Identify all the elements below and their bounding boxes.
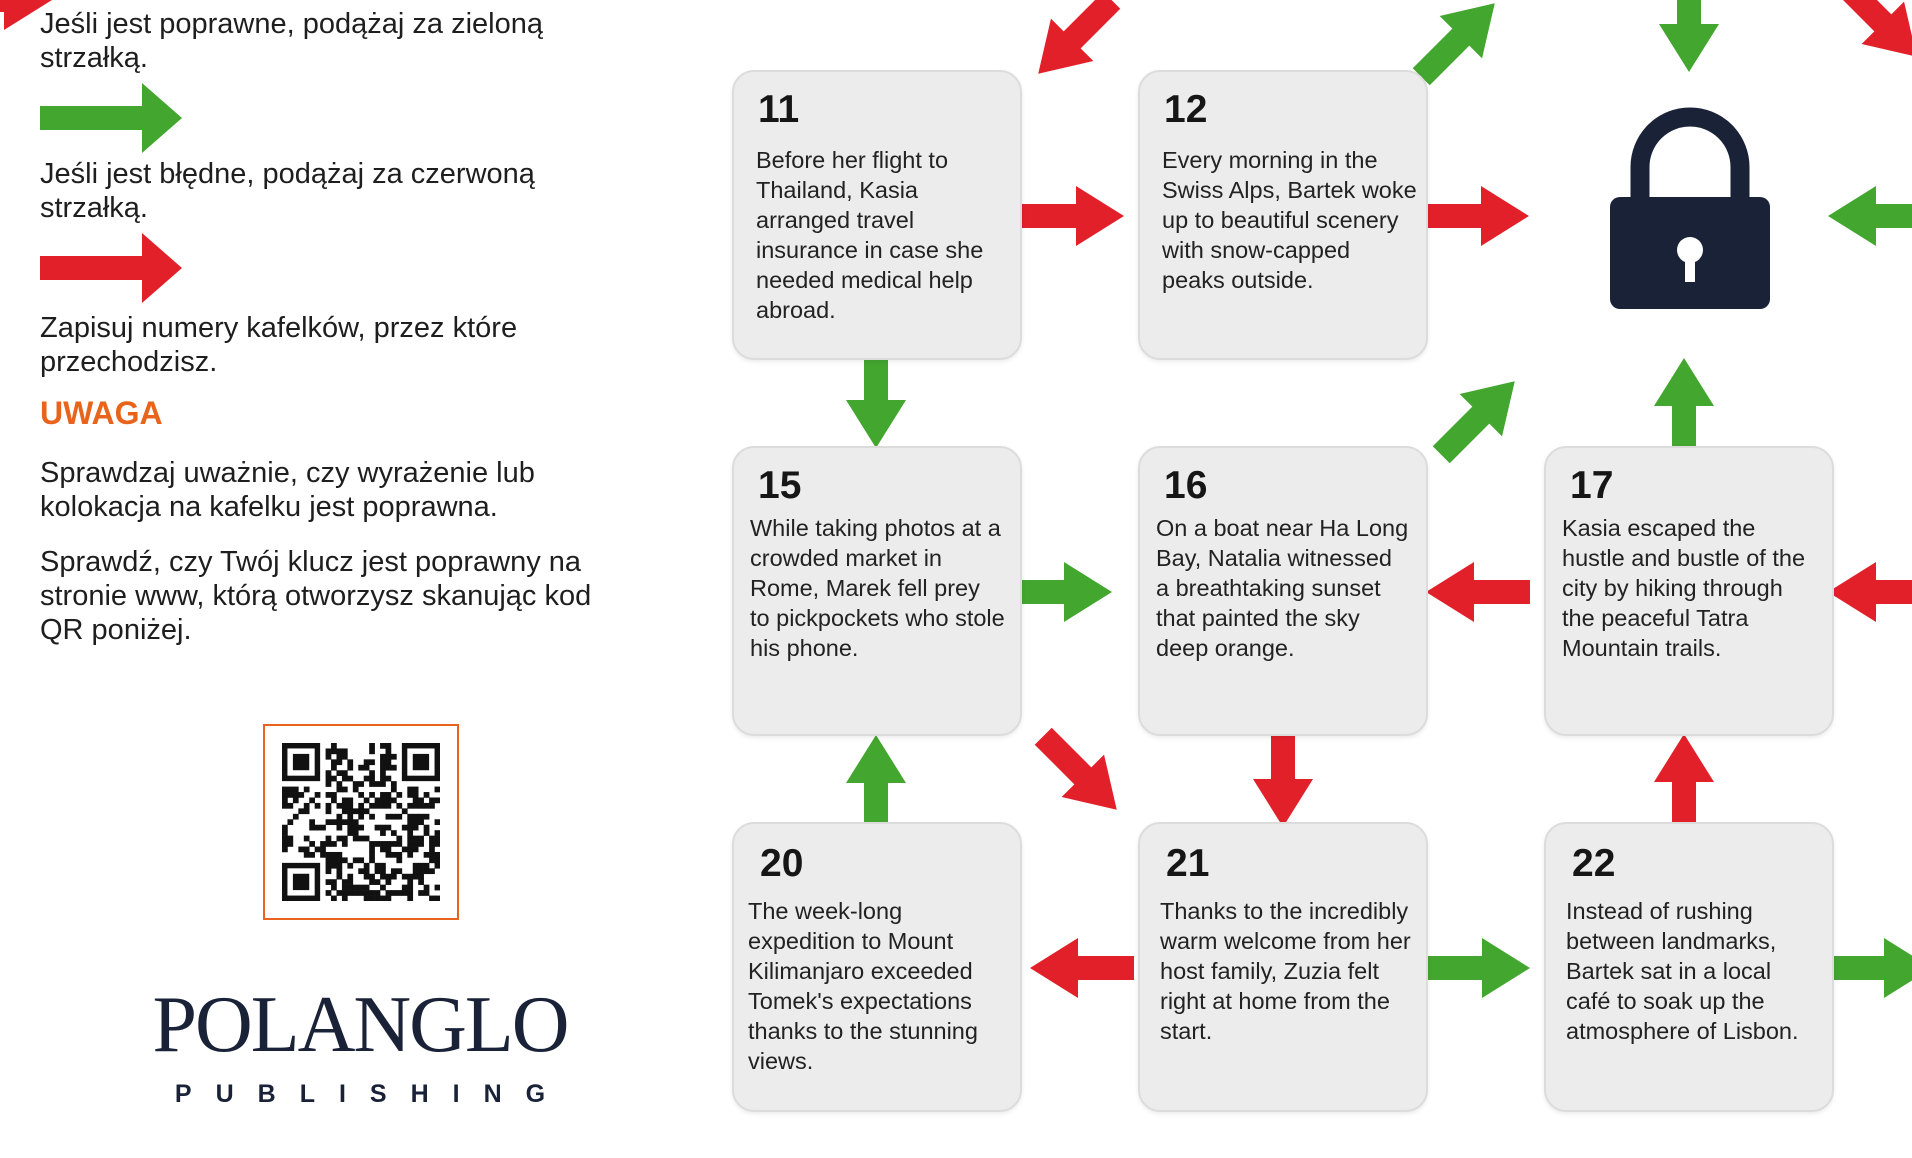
instruction-record: Zapisuj numery kafelków, przez które prz… [40,312,518,378]
red-arrow-icon [1828,562,1912,622]
tile-number: 21 [1166,842,1210,885]
lock-icon [1610,107,1770,309]
publisher-subtitle: PUBLISHING [174,1080,570,1108]
publisher-logo: POLANGLO [152,981,569,1069]
tile-20[interactable]: 20 The week-long expedition to Mount Kil… [732,822,1022,1112]
red-arrow-icon [1822,0,1912,78]
tile-15[interactable]: 15 While taking photos at a crowded mark… [732,446,1022,736]
qr-code[interactable] [263,724,459,920]
instruction-verify: Sprawdź, czy Twój klucz jest poprawny na… [40,546,592,646]
red-arrow-icon [1253,723,1313,827]
tile-text: Before her flight to Thailand, Kasia arr… [756,147,984,323]
tile-number: 20 [760,842,804,885]
tile-text: While taking photos at a crowded market … [750,515,1005,661]
green-arrow-icon [1420,360,1536,476]
tile-22[interactable]: 22 Instead of rushing between landmarks,… [1544,822,1834,1112]
qr-code-icon [282,743,440,901]
red-arrow-icon [1017,0,1133,95]
warning-text: Sprawdzaj uważnie, czy wyrażenie lub kol… [40,457,535,523]
tile-text: The week-long expedition to Mount Kilima… [748,898,978,1074]
tile-text: On a boat near Ha Long Bay, Natalia witn… [1156,515,1409,661]
green-arrow-icon [1426,938,1530,998]
green-arrow-icon [1008,562,1112,622]
tile-16[interactable]: 16 On a boat near Ha Long Bay, Natalia w… [1138,446,1428,736]
tile-21[interactable]: 21 Thanks to the incredibly warm welcome… [1138,822,1428,1112]
tile-number: 17 [1570,464,1614,507]
tile-12[interactable]: 12 Every morning in the Swiss Alps, Bart… [1138,70,1428,360]
tile-number: 16 [1164,464,1208,507]
red-arrow-icon [1030,938,1134,998]
tile-11[interactable]: 11 Before her flight to Thailand, Kasia … [732,70,1022,360]
red-arrow-icon [1020,186,1124,246]
tile-text: Kasia escaped the hustle and bustle of t… [1562,515,1806,661]
instruction-wrong: Jeśli jest błędne, podążaj za czerwoną s… [40,158,535,224]
green-arrow-icon [1828,186,1912,246]
red-arrow-icon [1426,562,1530,622]
red-arrow-icon [1425,186,1529,246]
tile-17[interactable]: 17 Kasia escaped the hustle and bustle o… [1544,446,1834,736]
red-arrow-icon [1022,715,1138,831]
tile-number: 11 [758,88,800,131]
tile-number: 15 [758,464,802,507]
red-arrow-legend-icon [40,233,182,303]
tile-text: Thanks to the incredibly warm welcome fr… [1160,898,1411,1044]
green-arrow-icon [1659,0,1719,72]
green-arrow-legend-icon [40,83,182,153]
tile-text: Instead of rushing between landmarks, Ba… [1566,898,1799,1044]
green-arrow-icon [1828,938,1912,998]
tile-text: Every morning in the Swiss Alps, Bartek … [1162,147,1417,293]
instruction-correct: Jeśli jest poprawne, podążaj za zieloną … [40,8,543,74]
tile-number: 12 [1164,88,1208,131]
warning-title: UWAGA [40,395,163,431]
tile-number: 22 [1572,842,1616,885]
